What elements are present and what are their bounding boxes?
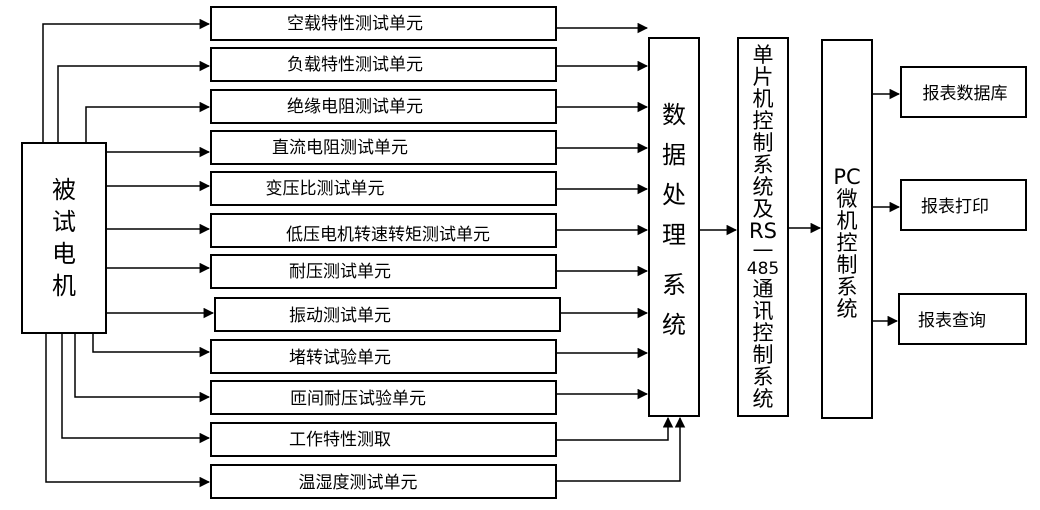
test-unit-label: 负载特性测试单元 bbox=[287, 55, 423, 75]
arrow-connector bbox=[556, 416, 674, 441]
test-unit-box: 匝间耐压试验单元 bbox=[210, 380, 557, 415]
mcu-label-char: 及 bbox=[753, 197, 774, 221]
test-unit-label: 匝间耐压试验单元 bbox=[290, 389, 426, 409]
arrow-connector bbox=[74, 333, 211, 403]
test-unit-label: 低压电机转速转矩测试单元 bbox=[286, 225, 490, 245]
test-unit-box: 变压比测试单元 bbox=[210, 171, 557, 206]
test-unit-box: 堵转试验单元 bbox=[210, 339, 557, 374]
data-processing-system-box: 数 据 处 理 系 统 bbox=[648, 37, 700, 417]
test-unit-box: 低压电机转速转矩测试单元 bbox=[210, 213, 557, 248]
pc-label-char: PC bbox=[833, 165, 860, 189]
test-unit-label: 耐压测试单元 bbox=[289, 262, 391, 282]
test-unit-box: 绝缘电阻测试单元 bbox=[210, 89, 557, 124]
mcu-label-char: 控 bbox=[753, 109, 774, 133]
test-unit-box: 负载特性测试单元 bbox=[210, 47, 557, 82]
test-unit-label: 直流电阻测试单元 bbox=[272, 138, 408, 158]
report-query-box: 报表查询 bbox=[898, 293, 1027, 345]
arrow-connector bbox=[45, 333, 211, 488]
data-processing-label-char: 系 bbox=[662, 271, 686, 299]
mcu-label-char: 统 bbox=[753, 387, 774, 411]
test-unit-label: 工作特性测取 bbox=[289, 430, 391, 450]
mcu-label-char: 通 bbox=[753, 277, 774, 301]
mcu-label-char: — bbox=[753, 237, 774, 261]
pc-label-char: 统 bbox=[837, 297, 858, 321]
test-unit-label: 堵转试验单元 bbox=[289, 348, 391, 368]
test-unit-box: 振动测试单元 bbox=[214, 297, 561, 332]
mcu-label-char: 制 bbox=[753, 343, 774, 367]
data-processing-label-char: 处 bbox=[662, 181, 686, 209]
test-unit-box: 温湿度测试单元 bbox=[210, 464, 557, 499]
test-unit-label: 绝缘电阻测试单元 bbox=[287, 97, 423, 117]
report-database-box: 报表数据库 bbox=[900, 66, 1027, 118]
motor-label-char: 试 bbox=[52, 208, 76, 236]
report-database-label: 报表数据库 bbox=[923, 84, 1008, 104]
test-unit-box: 耐压测试单元 bbox=[210, 254, 557, 289]
test-unit-label: 振动测试单元 bbox=[289, 306, 391, 326]
mcu-label-char: 制 bbox=[753, 131, 774, 155]
data-processing-label-char: 统 bbox=[662, 311, 686, 339]
mcu-label-char: 系 bbox=[753, 365, 774, 389]
arrow-connector bbox=[556, 416, 686, 482]
arrow-connector bbox=[57, 60, 211, 143]
data-processing-label-char: 数 bbox=[662, 101, 686, 129]
pc-label-char: 系 bbox=[837, 275, 858, 299]
arrow-connector bbox=[85, 101, 211, 143]
mcu-label-char: 系 bbox=[753, 153, 774, 177]
test-unit-label: 空载特性测试单元 bbox=[287, 14, 423, 34]
test-unit-box: 工作特性测取 bbox=[210, 422, 557, 457]
mcu-label-char: RS bbox=[749, 219, 777, 243]
arrow-connector bbox=[42, 18, 211, 143]
pc-label-char: 制 bbox=[837, 253, 858, 277]
report-print-label: 报表打印 bbox=[921, 197, 989, 217]
pc-control-system-box: PC 微 机 控 制 系 统 bbox=[821, 39, 873, 419]
mcu-label-char: 讯 bbox=[753, 299, 774, 323]
motor-label-char: 电 bbox=[52, 240, 76, 268]
mcu-label-char: 单 bbox=[753, 43, 774, 67]
mcu-label-char: 控 bbox=[753, 321, 774, 345]
pc-label-char: 控 bbox=[837, 231, 858, 255]
test-unit-label: 温湿度测试单元 bbox=[299, 473, 418, 493]
data-processing-label-char: 理 bbox=[662, 221, 686, 249]
pc-label-char: 微 bbox=[837, 187, 858, 211]
motor-label-char: 机 bbox=[52, 272, 76, 300]
report-print-box: 报表打印 bbox=[900, 179, 1027, 231]
arrow-connector bbox=[61, 333, 211, 444]
mcu-label-char: 机 bbox=[753, 87, 774, 111]
connection-lines bbox=[42, 18, 901, 488]
data-processing-label-char: 据 bbox=[662, 141, 686, 169]
motor-label-char: 被 bbox=[52, 176, 76, 204]
test-unit-box: 直流电阻测试单元 bbox=[210, 130, 557, 165]
mcu-label-char: 片 bbox=[753, 65, 774, 89]
motor-under-test-box: 被 试 电 机 bbox=[21, 142, 107, 334]
pc-label-char: 机 bbox=[837, 209, 858, 233]
mcu-rs485-system-box: 单 片 机 控 制 系 统 及 RS — 485 通 讯 控 制 系 统 bbox=[737, 37, 789, 417]
mcu-label-char: 485 bbox=[747, 259, 779, 279]
arrow-connector bbox=[92, 333, 211, 358]
test-unit-label: 变压比测试单元 bbox=[266, 179, 385, 199]
mcu-label-char: 统 bbox=[753, 175, 774, 199]
test-unit-box: 空载特性测试单元 bbox=[210, 6, 557, 41]
report-query-label: 报表查询 bbox=[918, 311, 986, 331]
